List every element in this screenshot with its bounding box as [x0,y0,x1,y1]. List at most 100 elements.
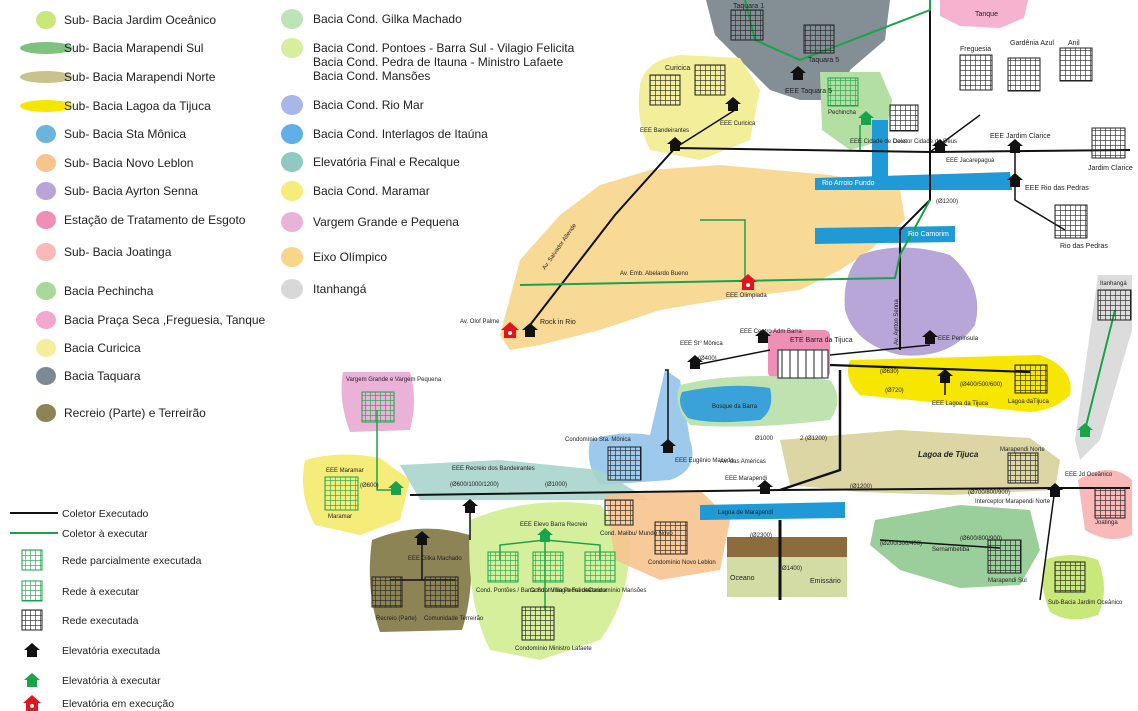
legend-swatch [23,695,41,711]
network-grid [424,576,459,608]
legend-label: Sub- Bacia Marapendi Norte [64,70,216,84]
label-d1000: Ø1000 [755,436,774,442]
label-lagoa-tijuca-net: Lagoa daTijuca [1008,399,1049,405]
legend-swatch [21,580,43,602]
legend-swatch [36,282,56,300]
legend-swatch [36,11,56,29]
legend-label: Bacia Cond. Maramar [313,184,430,198]
network-grid [324,476,359,511]
label-sub-bacia-jardim: Sub-Bacia Jardim Oceânico [1048,600,1123,606]
label-eee-jd-oceanico: EEE Jd Oceânico [1065,472,1113,478]
ocean-water [727,557,847,597]
network-grid [607,446,642,481]
legend-swatch [281,124,303,144]
label-tanque: Tanque [975,11,998,18]
label-eee-cidade-deus: EEE Cidade de Deus [850,139,907,145]
network-grid [1059,47,1093,82]
legend-item: Rede à executar [21,580,140,602]
network-grid [987,539,1022,574]
legend-item: Bacia Cond. Pontoes - Barra Sul - Vilagi… [281,38,575,58]
label-itanhanga: Itanhangá [1100,281,1127,287]
legend-label: Bacia Cond. Mansões [313,69,430,83]
legend-item: Sub- Bacia Novo Leblon [36,154,193,172]
legend-swatch [21,549,43,571]
legend-label: Bacia Taquara [64,369,141,383]
label-cond-malibu: Cond. Malibu/ Mundo Novo [600,531,673,537]
legend-item: Sub- Bacia Marapendi Norte [20,70,216,84]
basin-marapendi-norte [780,430,1060,495]
legend-item: Elevatória à executar [24,673,161,687]
legend-label: Bacia Pechincha [64,284,154,298]
legend-label: Sub- Bacia Jardim Oceânico [64,13,216,27]
legend-item: Bacia Praça Seca ,Freguesia, Tanque [36,311,266,329]
network-grid [1091,127,1126,159]
label-d630: (Ø630) [880,369,899,375]
legend-swatch [24,643,40,657]
legend-item: Vargem Grande e Pequena [281,212,459,232]
basin-ayrton-senna [844,247,978,356]
label-curicica: Curicica [665,65,690,72]
ete-building [777,349,829,379]
legend-label: Sub- Bacia Sta Mônica [64,127,186,141]
legend-item: Bacia Cond. Pedra de Itauna - Ministro L… [313,55,563,69]
label-eee-peninsula: EEE Peninsula [938,336,979,342]
label-eee-maramar: EEE Maramar [326,468,364,474]
legend-swatch [281,181,303,201]
legend-label: Coletor Executado [62,508,149,520]
legend-label: Bacia Cond. Rio Mar [313,98,424,112]
legend-label: Coletor à executar [62,528,148,540]
legend-item: Sub- Bacia Marapendi Sul [20,41,203,55]
legend-swatch [20,71,72,83]
label-d720: (Ø720) [885,388,904,394]
label-d600: (Ø600) [360,483,379,489]
network-grid [649,74,681,106]
label-cond-sta-monica: Condomínio Sta. Mônica [565,437,631,443]
label-jardim-clarice: Jardim Clarice [1088,165,1133,172]
legend-item: Sub- Bacia Joatinga [36,243,172,261]
label-rio-arroio-fundo: Rio Arroio Fundo [822,180,875,187]
network-grid [1097,289,1132,321]
label-vargem: Vargem Grande e Vargem Pequena [346,377,442,383]
river-arroio-fundo [815,172,1012,190]
label-av-olof: Av. Olof Palme [460,319,500,325]
legend-swatch [36,339,56,357]
legend-swatch [36,311,56,329]
label-d200-300-400: (Ø200/300/400) [880,541,922,547]
legend-item: Estação de Tratamento de Esgoto [36,211,246,229]
legend-label: Sub- Bacia Marapendi Sul [64,41,203,55]
label-ete-barra: ETE Barra da Tijuca [790,337,853,344]
label-eee-lagoa-tijuca: EEE Lagoa da Tijuca [932,401,989,407]
label-comunidade-terreirao: Comunidade Terreirão [424,616,484,622]
label-av-americas: Av. das Américas [720,459,766,465]
legend-item: Bacia Cond. Rio Mar [281,95,424,115]
label-bosque-barra: Bosque da Barra [712,404,758,410]
label-eee-marapendi: EEE Marapendi [725,476,767,482]
network-grid [532,551,564,583]
legend-swatch [36,154,56,172]
legend-item: Sub- Bacia Sta Mônica [36,125,186,143]
legend-item: Coletor Executado [10,508,149,520]
river-camorim [815,226,955,244]
label-eee-eugenio: EEE Eugênio Macedo [675,458,734,464]
legend-label: Elevatória em execução [62,698,174,710]
label-eee-st-monica: EEE St° Mônica [680,341,723,347]
legend-item: Bacia Pechincha [36,282,154,300]
legend-item: Eixo Olímpico [281,247,387,267]
label-d1400: (Ø1400) [780,566,802,572]
label-recreio-parte: Recreio (Parte) [376,616,417,622]
legend-item: Sub- Bacia Lagoa da Tijuca [20,99,211,113]
label-d400: (Ø400) [698,356,717,362]
label-cond-pontoes: Cond. Pontões / Barra Sul / Villagio Fel… [476,588,591,594]
legend-label: Sub- Bacia Lagoa da Tijuca [64,99,211,113]
label-eee-curicica: EEE Curicica [720,121,756,127]
legend-item: Bacia Cond. Mansões [313,69,430,83]
legend-swatch [36,125,56,143]
label-lagoa-marapendi: Lagoa de Marapendi [718,510,773,516]
network-grid [730,9,764,41]
network-grid [584,551,616,583]
legend-label: Bacia Curicica [64,341,141,355]
label-oceano: Oceano [730,575,755,582]
legend-swatch [36,404,56,422]
